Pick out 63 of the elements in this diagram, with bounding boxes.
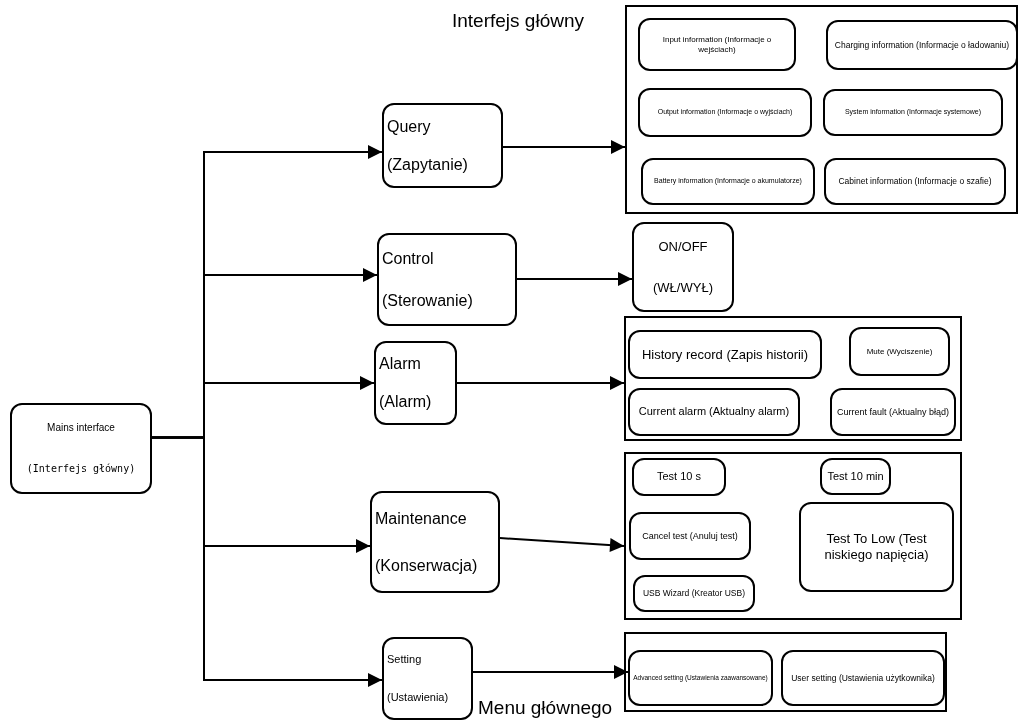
node-text: Input information (Informacje o wejściach): [661, 34, 773, 55]
node-text: Mains interface: [46, 421, 116, 434]
arrow: [472, 665, 629, 679]
menu-box: [370, 491, 500, 593]
menu-box: [377, 233, 517, 326]
node-text: User setting (Ustawienia użytkownika): [790, 672, 936, 684]
item-box: [823, 89, 1003, 136]
menu-box: [632, 222, 734, 312]
heading-text: Menu głównego: [478, 697, 613, 719]
menu-box: [10, 403, 152, 494]
node-text: Current fault (Aktualny błąd): [835, 406, 951, 418]
item-box: [632, 458, 726, 496]
node-text: Query: [387, 116, 432, 136]
node-text: Mute (Wyciszenie): [865, 346, 934, 357]
node-text: (Zapytanie): [387, 155, 469, 175]
item-box: [781, 650, 945, 706]
item-box: [629, 512, 751, 560]
node-text: Maintenance: [375, 508, 468, 529]
arrow: [502, 140, 626, 154]
node-text: ON/OFF: [657, 238, 709, 255]
arrow: [516, 272, 633, 286]
arrow: [456, 376, 625, 390]
group-frame: [625, 5, 1018, 214]
item-box: [638, 18, 796, 71]
node-text: (Konserwacja): [375, 555, 479, 576]
node-text: Control: [382, 248, 435, 268]
node-text: Alarm: [379, 354, 422, 374]
menu-box: [382, 637, 473, 720]
heading-text: Interfejs główny: [452, 10, 584, 32]
item-box: [628, 650, 773, 706]
node-text: (Sterowanie): [382, 291, 474, 311]
group-frame: [624, 452, 962, 620]
item-box: [820, 458, 891, 495]
node-text: Test To Low (Test niskiego napięcia): [823, 531, 930, 563]
menu-box: [374, 341, 457, 425]
item-box: [628, 330, 822, 379]
node-text: (Interfejs główny): [25, 463, 137, 476]
node-text: History record (Zapis historii): [640, 346, 810, 363]
node-text: Cabinet information (Informacje o szafie): [837, 176, 993, 187]
node-text: USB Wizard (Kreator USB): [642, 588, 746, 599]
node-text: (WŁ/WYŁ): [652, 279, 714, 296]
item-box: [830, 388, 956, 436]
node-text: Current alarm (Aktualny alarm): [637, 405, 791, 419]
item-box: [638, 88, 812, 137]
menu-box: [382, 103, 503, 188]
group-frame: [624, 632, 947, 712]
group-frame: [624, 316, 962, 441]
item-box: [628, 388, 800, 436]
item-box: [641, 158, 815, 205]
arrow: [499, 537, 625, 553]
node-text: Charging information (Informacje o ładowaniu): [833, 39, 1011, 51]
item-box: [799, 502, 954, 592]
arrow: [151, 436, 383, 687]
item-box: [633, 575, 755, 612]
node-text: (Alarm): [379, 392, 433, 412]
node-text: Setting: [387, 653, 423, 667]
item-box: [826, 20, 1018, 70]
node-text: (Ustawienia): [387, 690, 450, 704]
node-text: Cancel test (Anuluj test): [641, 530, 739, 542]
node-text: Test 10 s: [656, 470, 702, 484]
node-text: Test 10 min: [826, 469, 885, 484]
item-box: [849, 327, 950, 376]
item-box: [824, 158, 1006, 205]
